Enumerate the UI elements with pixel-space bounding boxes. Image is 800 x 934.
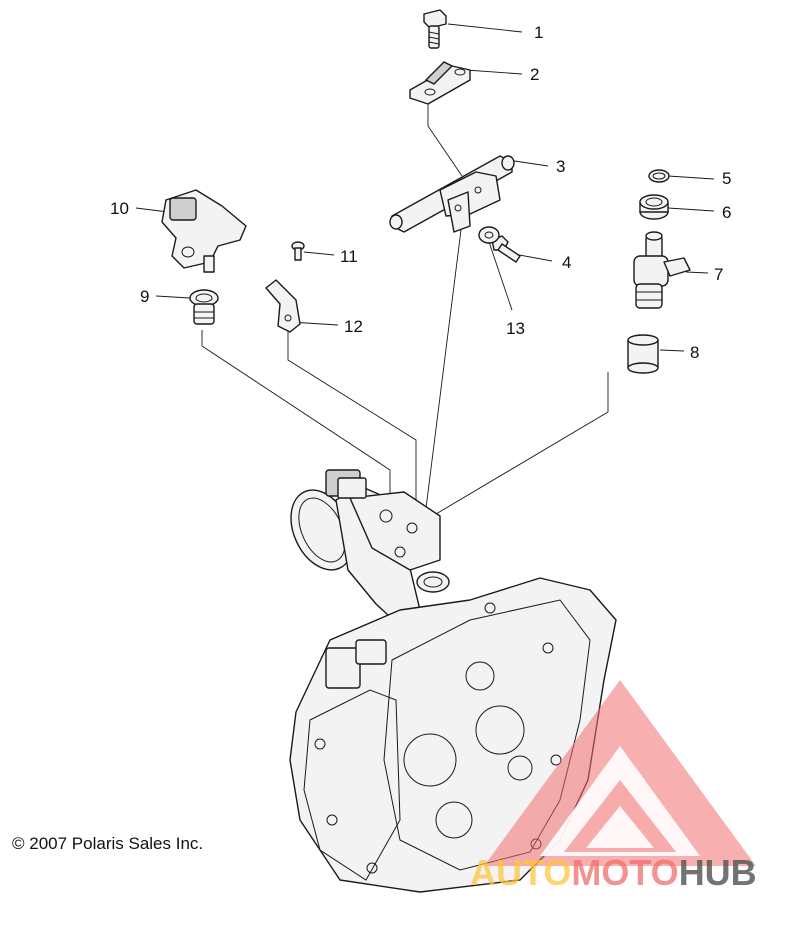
watermark-text-moto: MOTO bbox=[571, 852, 679, 893]
watermark-text: AUTOMOTOHUB bbox=[470, 852, 757, 894]
callout-8: 8 bbox=[690, 343, 699, 362]
part-fuel-rail bbox=[389, 155, 515, 233]
assembly-leader-lines bbox=[201, 102, 609, 541]
part-o-ring bbox=[648, 169, 670, 183]
callout-10: 10 bbox=[110, 199, 129, 218]
callout-leaders bbox=[135, 23, 715, 352]
part-screw bbox=[491, 235, 521, 263]
part-fuel-injector bbox=[633, 231, 691, 309]
part-washer bbox=[478, 226, 500, 244]
part-sensor bbox=[161, 189, 247, 273]
part-seal bbox=[639, 194, 669, 220]
part-bolt bbox=[423, 9, 447, 49]
callout-9: 9 bbox=[140, 287, 149, 306]
callout-13: 13 bbox=[506, 319, 525, 338]
part-clip-bracket bbox=[265, 279, 301, 333]
callout-7: 7 bbox=[714, 265, 723, 284]
part-plug bbox=[189, 289, 219, 325]
callout-1: 1 bbox=[534, 23, 543, 42]
part-spacer bbox=[627, 334, 659, 374]
callout-5: 5 bbox=[722, 169, 731, 188]
watermark-logo-icon bbox=[484, 680, 756, 866]
callout-12: 12 bbox=[344, 317, 363, 336]
part-small-screw bbox=[291, 241, 305, 261]
watermark-text-auto: AUTO bbox=[470, 852, 572, 893]
callout-6: 6 bbox=[722, 203, 731, 222]
callout-3: 3 bbox=[556, 157, 565, 176]
copyright-notice: © 2007 Polaris Sales Inc. bbox=[12, 834, 204, 853]
callout-2: 2 bbox=[530, 65, 539, 84]
watermark-text-hub: HUB bbox=[678, 852, 757, 893]
part-bracket bbox=[409, 61, 471, 105]
callout-11: 11 bbox=[340, 247, 358, 266]
throttle-body-assembly bbox=[290, 469, 450, 627]
callout-4: 4 bbox=[562, 253, 571, 272]
